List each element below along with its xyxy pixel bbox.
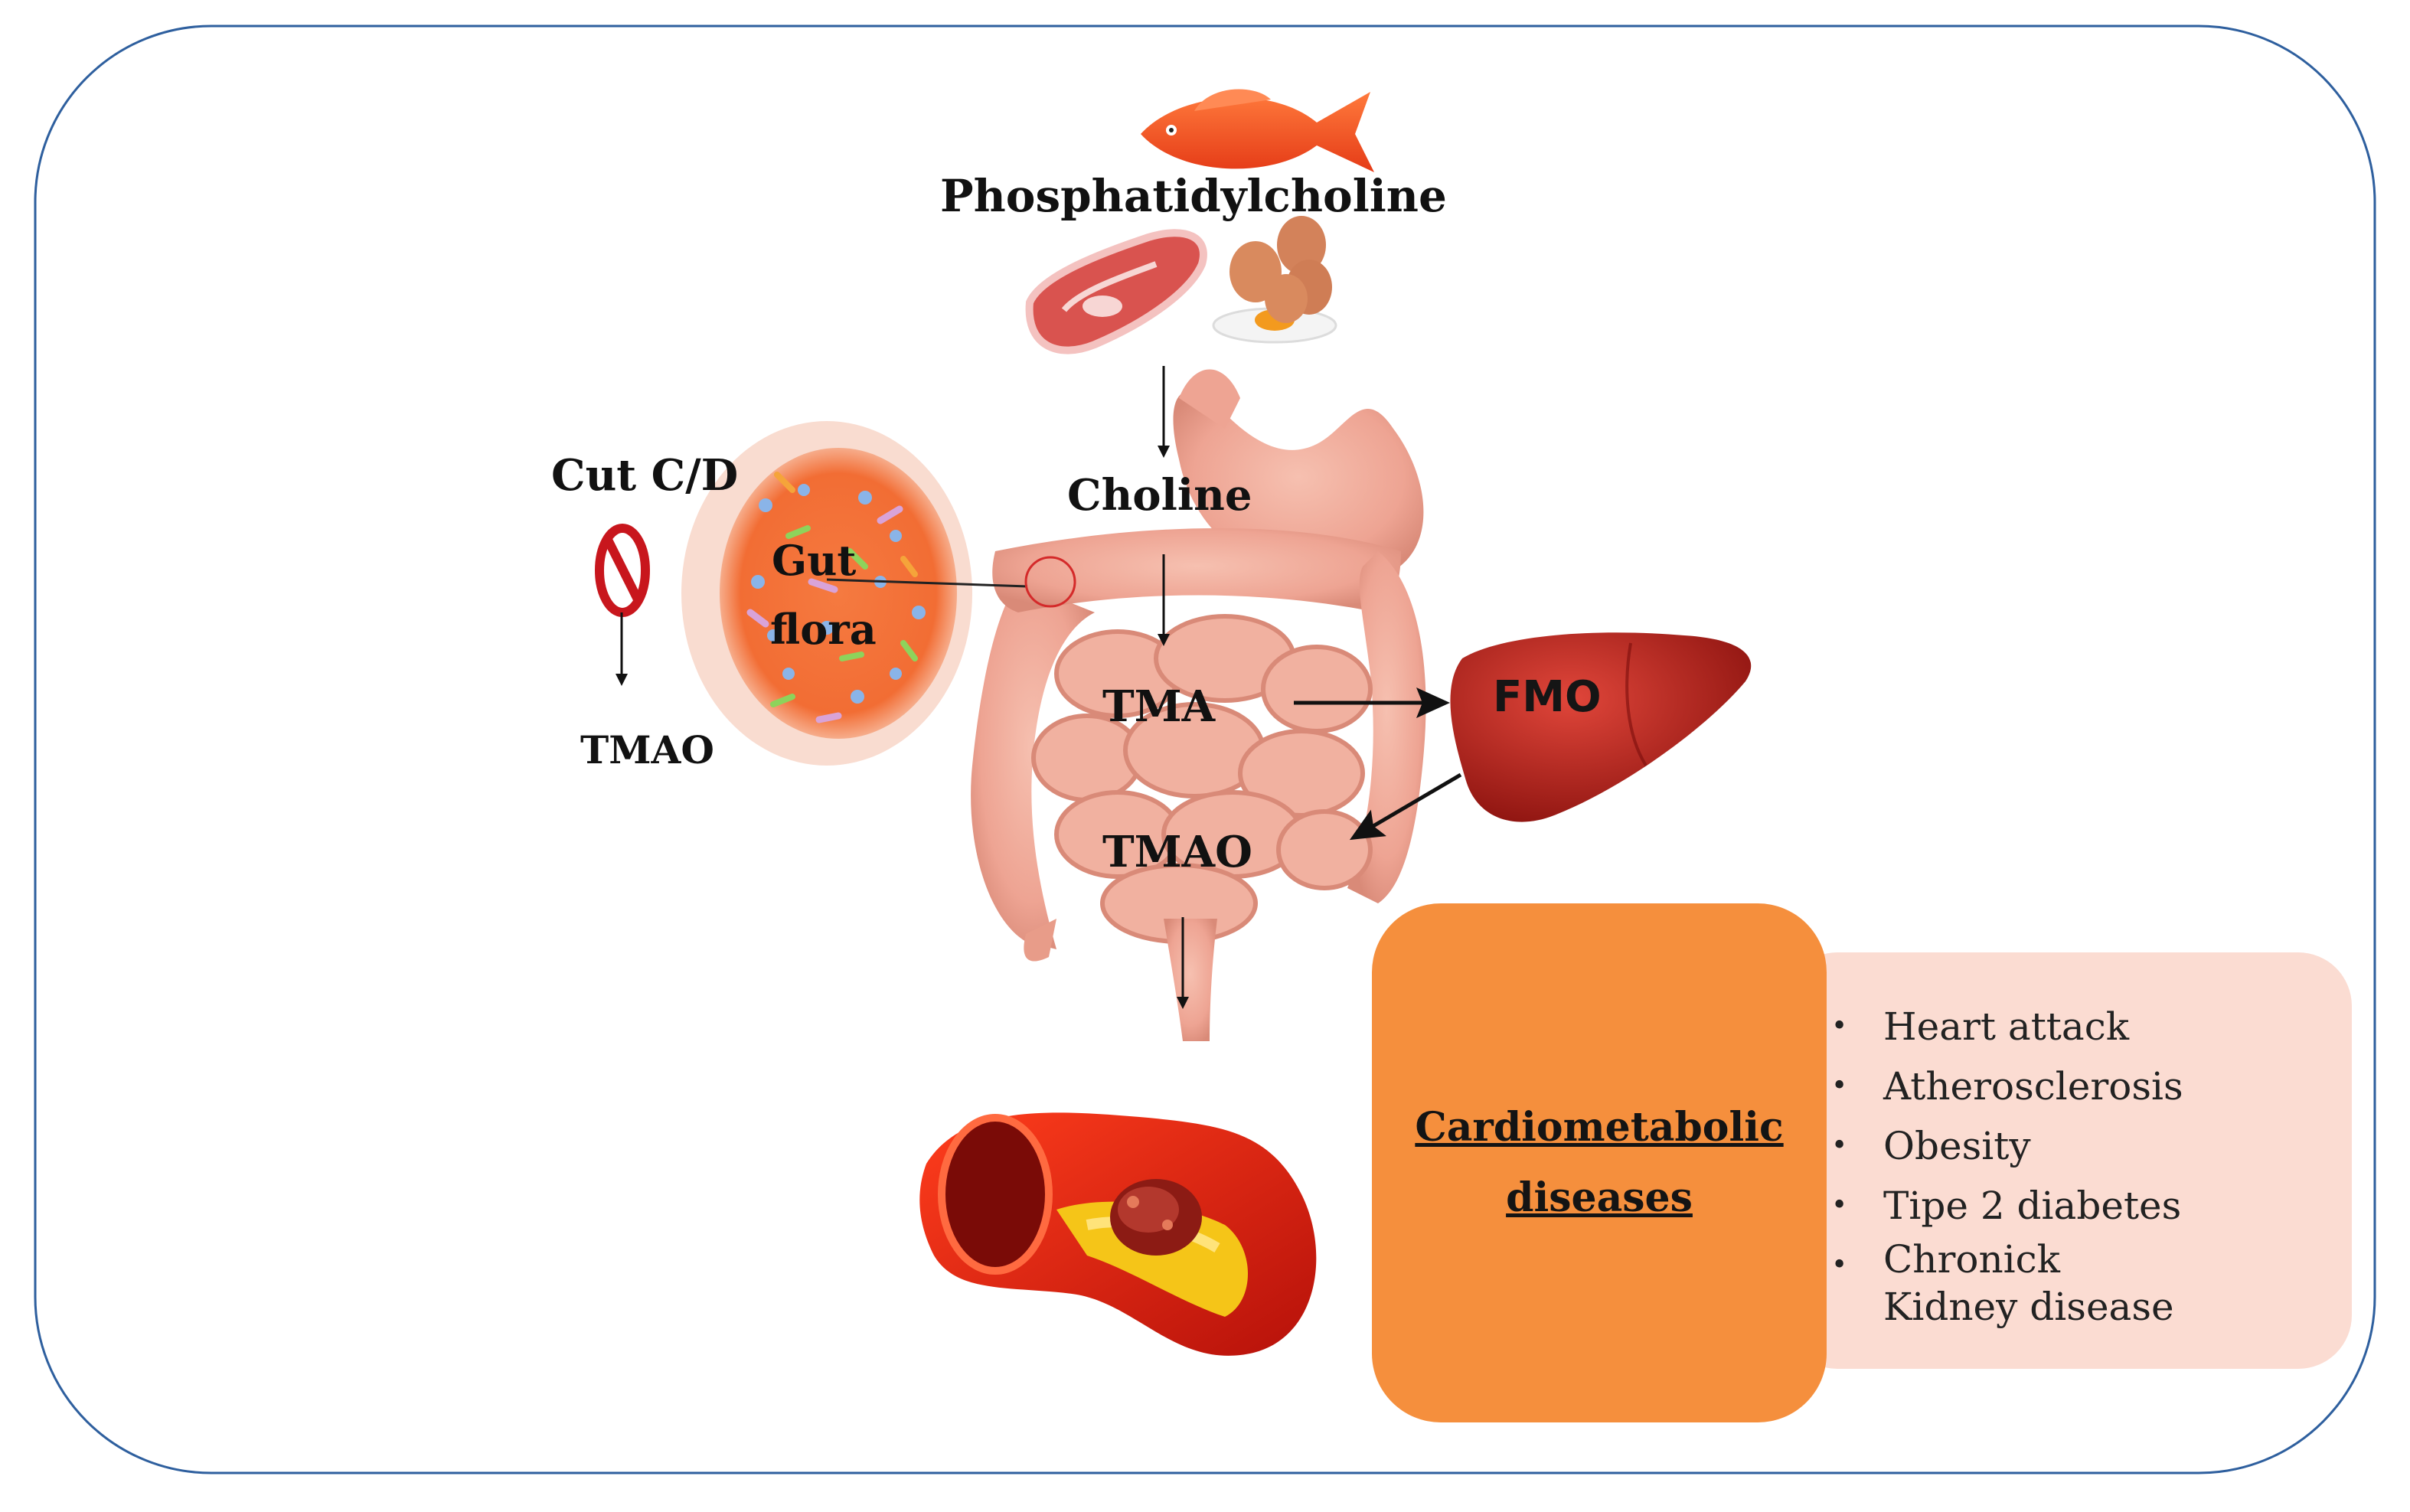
callout-line	[826, 578, 1028, 588]
cardiometabolic-box: Cardiometabolic diseases	[1372, 903, 1827, 1422]
tmao-label: TMAO	[1102, 827, 1252, 877]
disease-title-line1: Cardiometabolic	[1415, 1104, 1784, 1151]
gut-flora-label-2: flora	[770, 605, 877, 654]
fish-icon	[1141, 89, 1374, 172]
eggs-icon	[1212, 216, 1337, 344]
tma-label: TMA	[1102, 681, 1216, 732]
gut-flora-icon	[681, 421, 972, 766]
gut-flora-label-1: Gut	[772, 536, 857, 585]
no-sign-icon	[595, 524, 650, 617]
inhibition-result-label: TMAO	[580, 727, 714, 772]
outer-frame	[34, 24, 2376, 1474]
source-label: Phosphatidylcholine	[940, 170, 1447, 222]
list-item: Tipe 2 diabetes	[1831, 1176, 2352, 1236]
list-item: Atherosclerosis	[1831, 1056, 2352, 1116]
list-item: Heart attack	[1831, 997, 2352, 1056]
artery-plaque-icon	[919, 1112, 1317, 1356]
choline-label: Choline	[1067, 470, 1252, 521]
list-item: Obesity	[1831, 1116, 2352, 1176]
callout-circle	[1024, 556, 1076, 608]
inhibitor-label: Cut C/D	[551, 450, 739, 501]
meat-icon	[1025, 229, 1207, 354]
disease-title-line2: diseases	[1506, 1174, 1693, 1221]
disease-list: Heart attack Atherosclerosis Obesity Tip…	[1784, 952, 2352, 1331]
liver-icon	[1450, 632, 1752, 822]
arrow-liver-to-tmao	[1349, 772, 1462, 841]
intestine-icon	[971, 369, 1426, 1041]
fmo-label: FMO	[1493, 672, 1602, 722]
disease-list-box: Heart attack Atherosclerosis Obesity Tip…	[1784, 952, 2352, 1369]
